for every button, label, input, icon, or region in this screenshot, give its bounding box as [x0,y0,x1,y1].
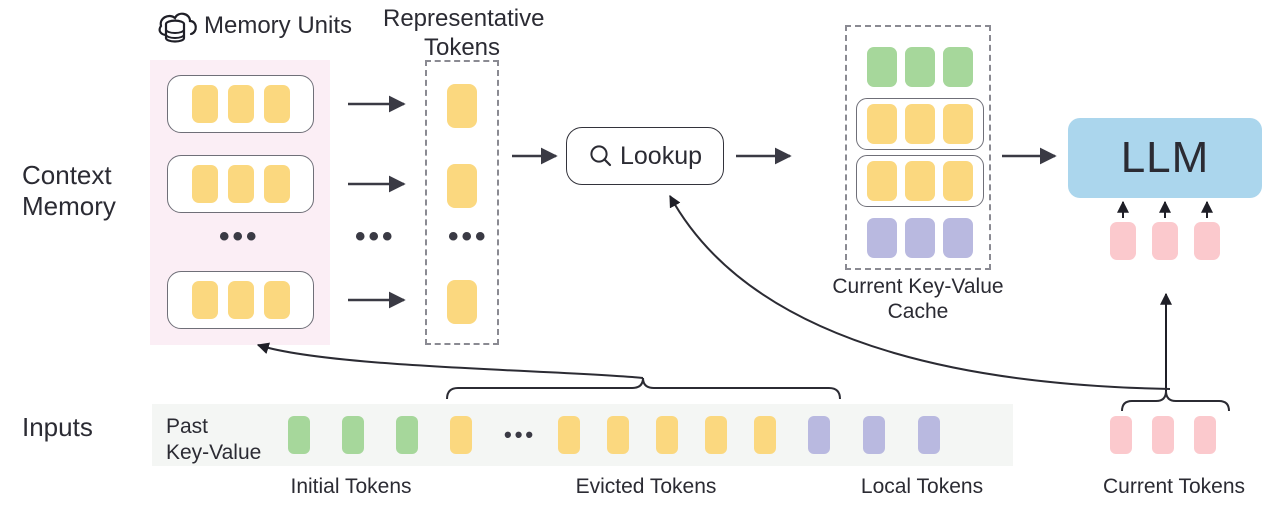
caption-local-tokens: Local Tokens [860,475,984,498]
input-token-evicted [705,416,727,454]
llm-input-token [1110,222,1136,260]
caption-evicted-tokens: Evicted Tokens [575,475,717,498]
memory-token [191,85,218,123]
caption-current-tokens: Current Tokens [1102,475,1246,498]
input-token-local [863,416,885,454]
llm-label: LLM [1120,133,1210,182]
lookup-label: Lookup [619,141,703,170]
representative-token [447,280,477,324]
memory-token [263,85,290,123]
input-token-evicted [558,416,580,454]
kv-token [867,104,897,144]
representative-tokens-box [425,60,499,345]
kv-cache-row-initial [856,41,984,93]
kv-token [943,218,973,258]
memory-token [227,281,254,319]
kv-cache-row-local [856,212,984,264]
kv-token [867,47,897,87]
kv-cache-row-retrieved-2 [856,155,984,207]
caption-current-kv-cache: Current Key-Value Cache [832,275,1004,324]
kv-token [905,104,935,144]
kv-token [943,104,973,144]
inputs-ellipsis: ••• [504,422,537,447]
search-icon [588,143,614,169]
cloud-database-icon [155,5,201,51]
side-label-inputs: Inputs [22,412,93,442]
llm-input-token [1152,222,1178,260]
input-token-initial [288,416,310,454]
input-token-initial [396,416,418,454]
llm-box[interactable]: LLM [1068,118,1262,198]
kv-token [905,218,935,258]
input-token-current [1194,416,1216,454]
input-token-current [1152,416,1174,454]
memory-unit-row[interactable] [167,271,314,329]
memory-units-ellipsis: ••• [219,220,260,253]
arrow-evicted-to-context-memory [256,342,644,379]
arrow-tokens-into-llm [1117,200,1213,218]
arrow-memory-to-representative [348,95,406,309]
heading-representative-tokens: Representative Tokens [383,5,545,61]
memory-token [227,165,254,203]
caption-initial-tokens: Initial Tokens [290,475,412,498]
kv-token [905,161,935,201]
input-token-evicted [450,416,472,454]
heading-memory-units: Memory Units [204,12,353,39]
past-key-value-label: Past Key-Value [166,415,262,464]
input-token-evicted [656,416,678,454]
lookup-button[interactable]: Lookup [566,127,724,185]
memory-token [263,165,290,203]
side-label-context-memory: Context Memory [22,160,116,222]
kv-token [943,161,973,201]
kv-cache-row-retrieved-1 [856,98,984,150]
input-token-evicted [607,416,629,454]
kv-token [905,47,935,87]
memory-unit-row[interactable] [167,155,314,213]
brace-evicted-tokens [446,377,841,400]
memory-unit-row[interactable] [167,75,314,133]
representative-token [447,164,477,208]
memory-token [227,85,254,123]
between-ellipsis: ••• [355,220,396,253]
input-token-evicted [754,416,776,454]
input-token-local [918,416,940,454]
current-kv-cache-box [845,25,991,270]
memory-token [263,281,290,319]
memory-token [191,165,218,203]
representative-token [447,84,477,128]
kv-token [867,161,897,201]
input-token-initial [342,416,364,454]
memory-token [191,281,218,319]
llm-input-token [1194,222,1220,260]
input-token-current [1110,416,1132,454]
input-token-local [808,416,830,454]
kv-token [867,218,897,258]
representative-tokens-ellipsis: ••• [448,220,489,253]
kv-token [943,47,973,87]
brace-current-tokens [1121,390,1230,412]
